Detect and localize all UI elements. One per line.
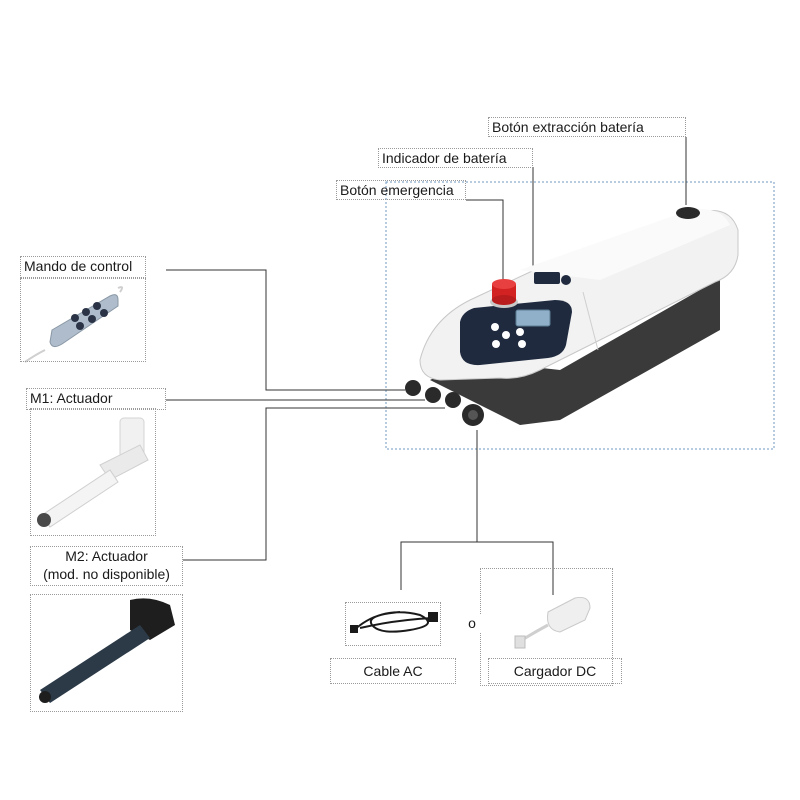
dc-charger-text: Cargador DC	[513, 663, 597, 679]
actuator-m1-text: M1: Actuador	[30, 390, 113, 406]
actuator-m2-note: (mod. no disponible)	[43, 566, 170, 582]
line-actuator-m2	[183, 407, 445, 561]
actuator-m2-frame	[30, 594, 183, 712]
label-remote-control: Mando de control	[20, 256, 146, 278]
emergency-button-text: Botón emergencia	[340, 182, 454, 198]
remote-control-illustration	[24, 286, 124, 363]
label-battery-release: Botón extracción batería	[488, 117, 686, 137]
actuator-m1-illustration	[37, 417, 149, 528]
battery-release-text: Botón extracción batería	[492, 119, 644, 135]
actuator-m1-frame	[30, 408, 156, 536]
ac-cable-illustration	[350, 611, 438, 633]
label-battery-indicator: Indicador de batería	[378, 148, 533, 168]
actuator-m2-text: M2: Actuador	[65, 548, 148, 564]
or-text: o	[468, 615, 476, 631]
ac-cable-text: Cable AC	[363, 663, 423, 679]
remote-control-text: Mando de control	[24, 258, 133, 274]
line-remote-control	[166, 269, 405, 391]
label-actuator-m1: M1: Actuador	[26, 388, 166, 410]
label-emergency-button: Botón emergencia	[336, 180, 466, 200]
label-actuator-m2: M2: Actuador (mod. no disponible)	[30, 546, 183, 586]
connector-lines	[166, 137, 687, 595]
ac-cable-frame	[345, 602, 441, 646]
label-ac-cable: Cable AC	[330, 658, 456, 684]
remote-control-frame	[20, 278, 146, 362]
line-emergency-button	[466, 199, 504, 280]
dc-charger-illustration	[514, 597, 591, 649]
battery-indicator-text: Indicador de batería	[382, 150, 507, 166]
label-dc-charger: Cargador DC	[488, 658, 622, 684]
control-unit-illustration	[405, 207, 739, 426]
label-or: o	[462, 614, 482, 632]
device-frame	[385, 181, 775, 450]
actuator-m2-illustration	[39, 598, 175, 703]
